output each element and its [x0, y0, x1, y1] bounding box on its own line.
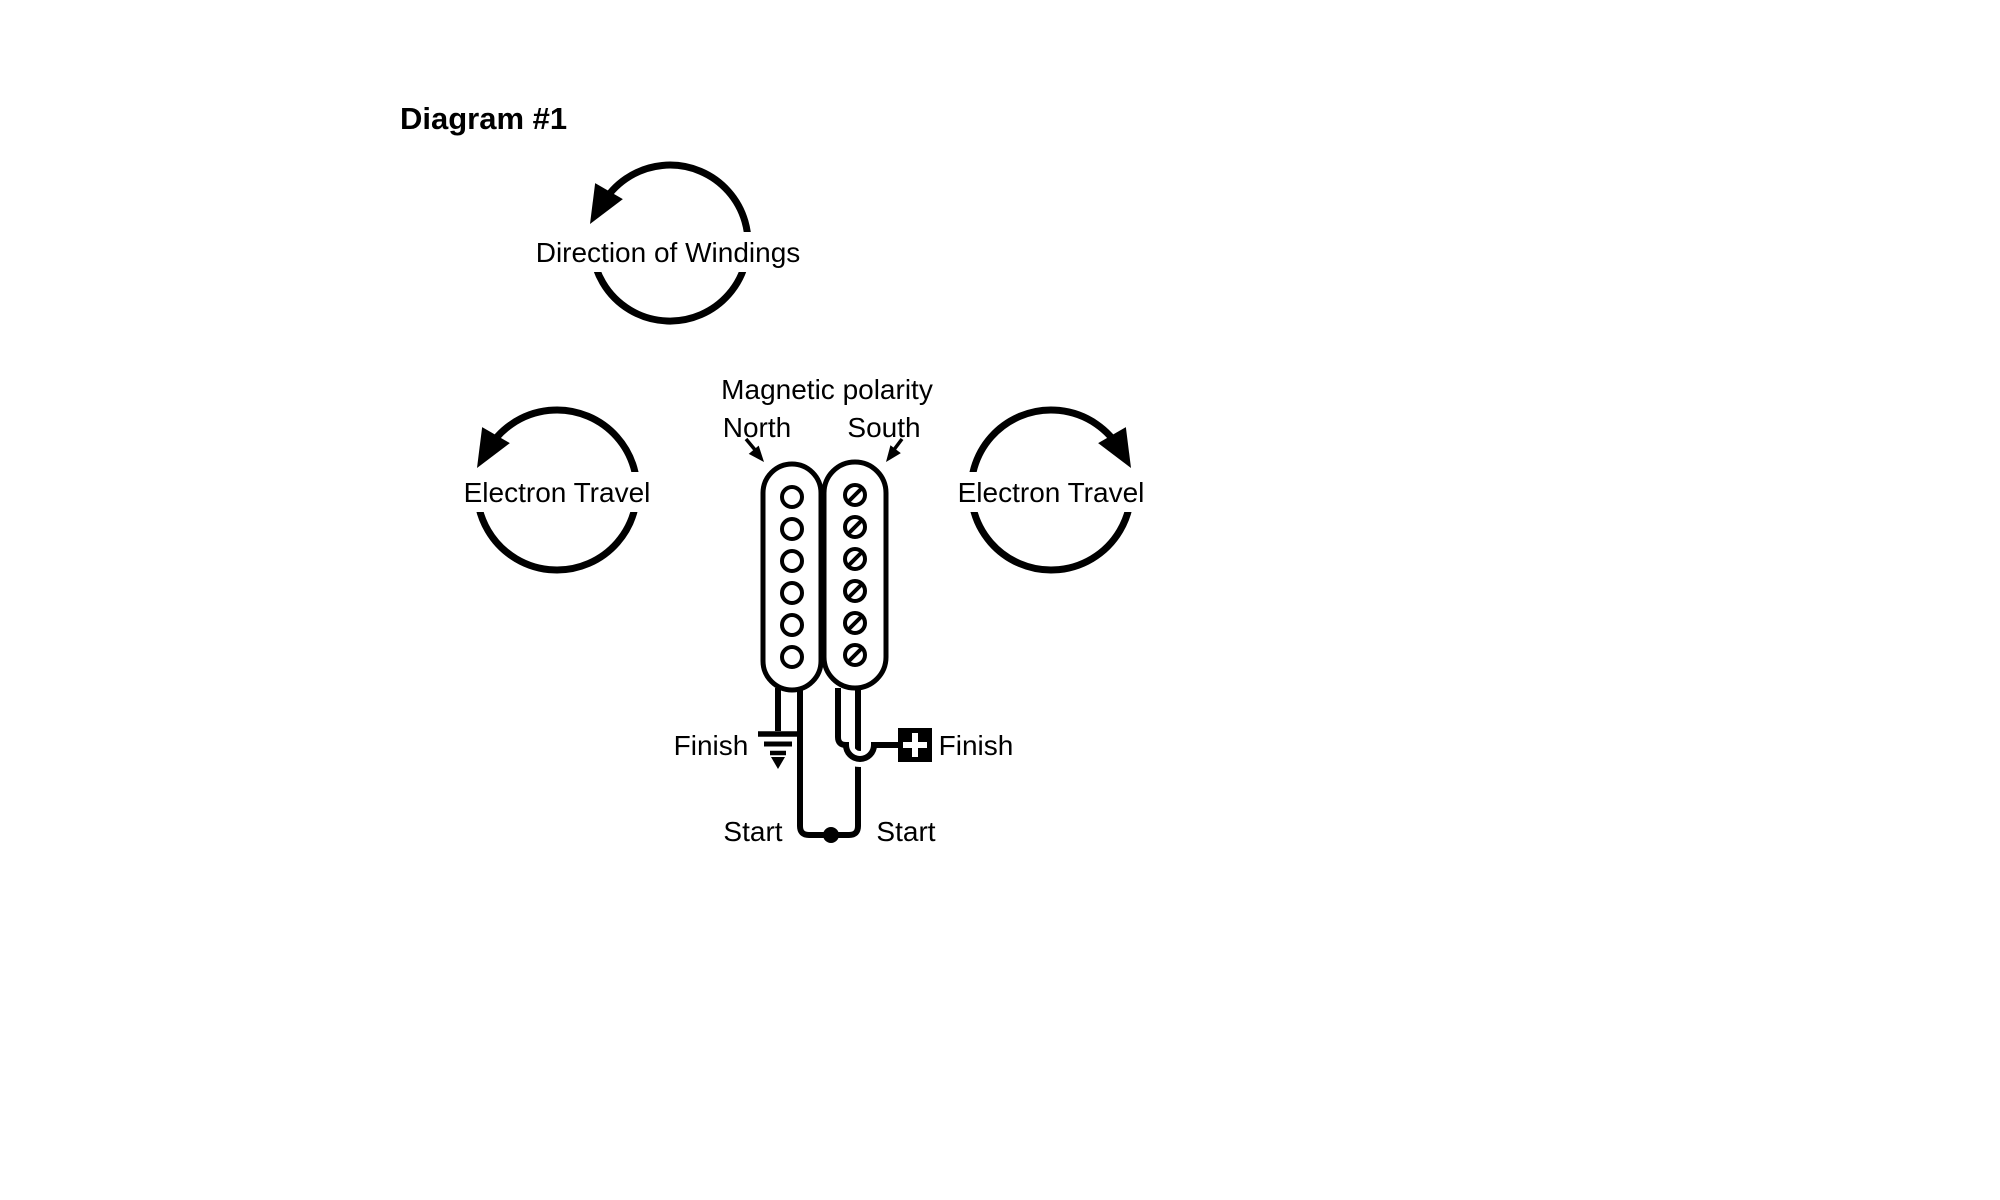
- hot-wire: [835, 688, 898, 762]
- start-right-label: Start: [876, 816, 935, 847]
- label-band: [949, 472, 1153, 512]
- pole-piece: [780, 549, 804, 573]
- screw-slot: [846, 486, 864, 504]
- screw-slot: [846, 646, 864, 664]
- screw-pole: [843, 515, 867, 539]
- south-pointer-icon: [886, 437, 904, 462]
- pole-piece: [780, 581, 804, 605]
- wiring: [775, 688, 898, 843]
- magnetic-polarity-label: Magnetic polarity: [721, 374, 933, 405]
- ccw-arrowhead-icon: [477, 427, 510, 468]
- screw-pole: [843, 611, 867, 635]
- direction-of-windings-label: Direction of Windings: [536, 237, 801, 268]
- electron-travel-right-label: Electron Travel: [958, 477, 1145, 508]
- label-band: [518, 232, 818, 272]
- finish-left-label: Finish: [674, 730, 749, 761]
- pole-piece: [780, 517, 804, 541]
- screw-slot: [846, 518, 864, 536]
- north-label: North: [723, 412, 791, 443]
- pole-piece: [780, 613, 804, 637]
- finish-right-label: Finish: [939, 730, 1014, 761]
- plus-terminal-icon: [898, 728, 932, 762]
- north-pointer-icon: [744, 437, 764, 462]
- screw-slot: [846, 614, 864, 632]
- screw-slot: [846, 582, 864, 600]
- ccw-arrowhead-icon: [590, 183, 623, 224]
- electron-travel-left-label: Electron Travel: [464, 477, 651, 508]
- bobbin-outline: [760, 461, 824, 693]
- screw-slot: [846, 550, 864, 568]
- screw-pole: [843, 547, 867, 571]
- start-left-label: Start: [723, 816, 782, 847]
- pole-piece: [780, 645, 804, 669]
- screw-pole: [843, 643, 867, 667]
- north-coil-bobbin: [760, 461, 824, 693]
- cw-arrowhead-icon: [1098, 427, 1131, 468]
- pole-piece: [780, 485, 804, 509]
- series-junction-dot: [823, 827, 839, 843]
- label-band: [455, 472, 659, 512]
- screw-pole: [843, 579, 867, 603]
- south-label: South: [847, 412, 920, 443]
- south-coil-bobbin: [821, 459, 889, 691]
- page-title: Diagram #1: [400, 101, 567, 136]
- bobbin-outline: [821, 459, 889, 691]
- screw-pole: [843, 483, 867, 507]
- ground-icon: [758, 731, 798, 769]
